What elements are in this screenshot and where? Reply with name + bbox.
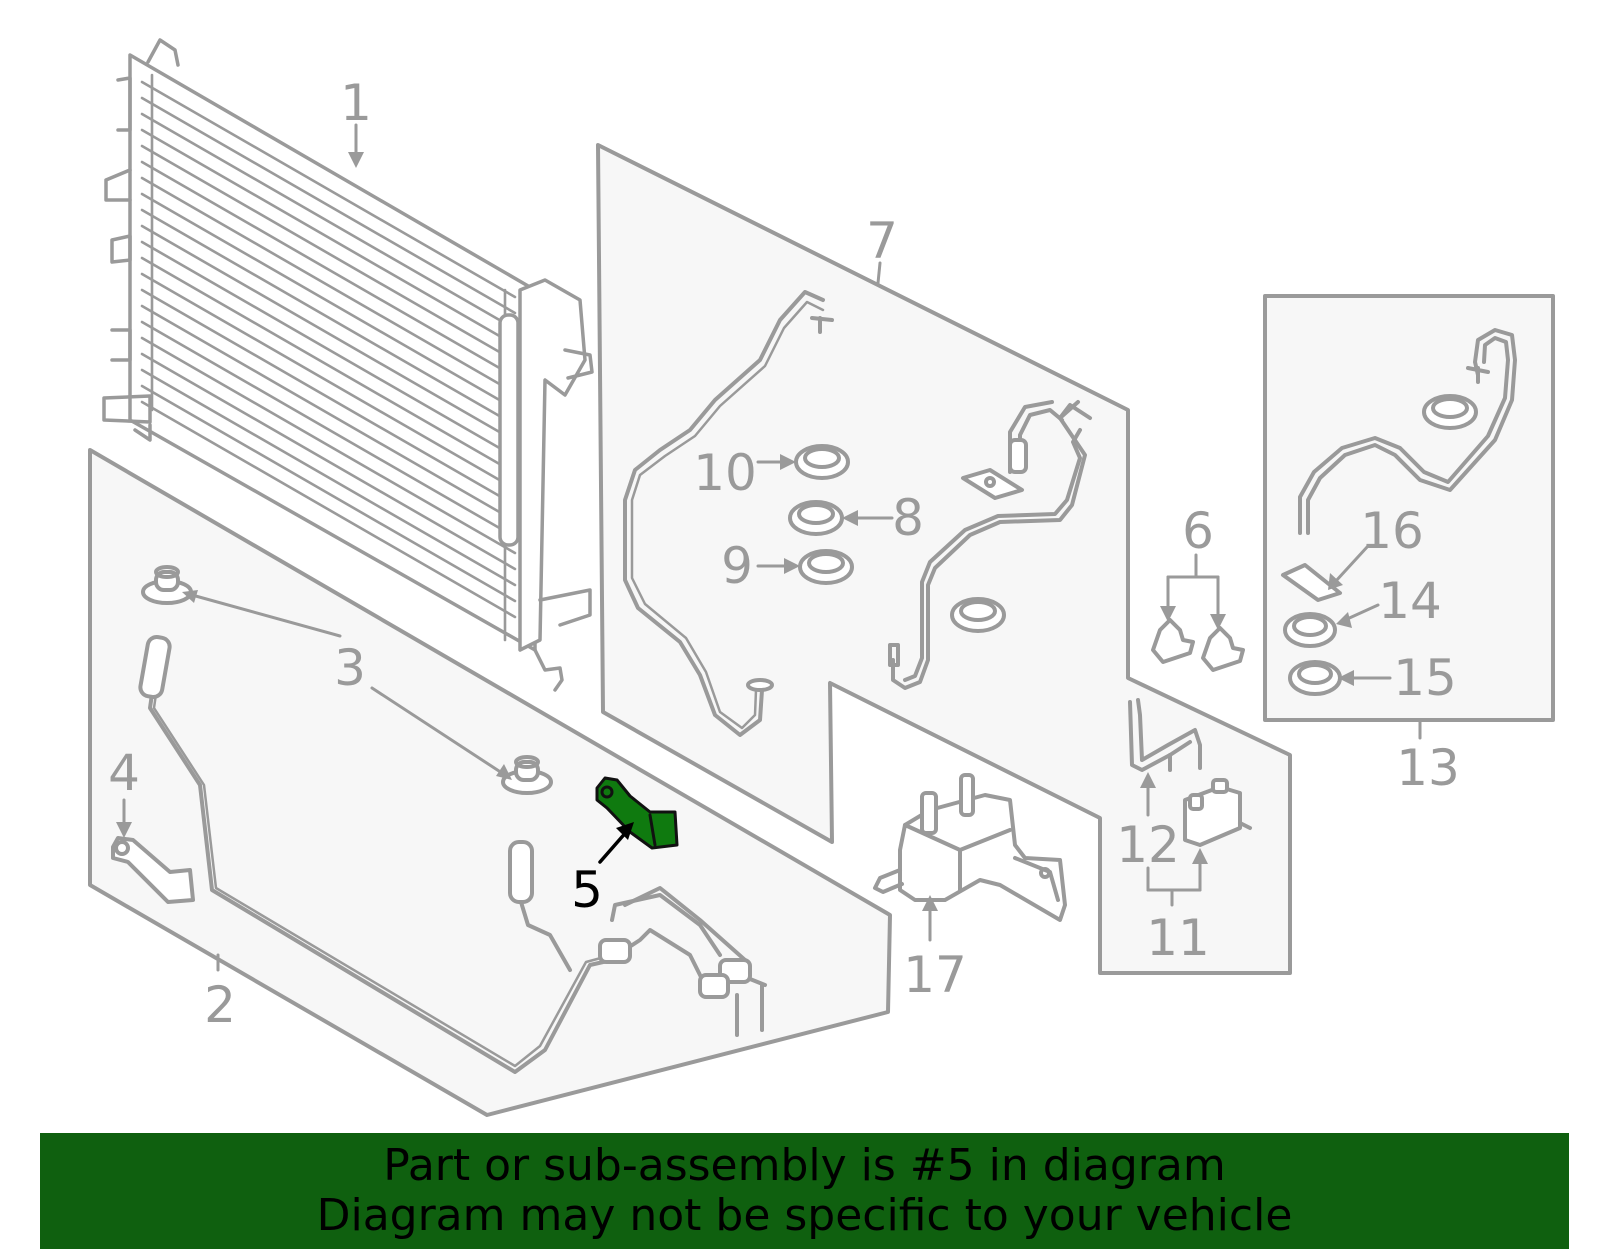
callout-12: 12	[1116, 816, 1180, 874]
hose-13	[1298, 328, 1517, 535]
bracket-5-highlighted	[595, 776, 679, 850]
seal-14	[1283, 612, 1337, 648]
seal-10	[794, 444, 850, 480]
panel-13-outline	[1263, 294, 1555, 722]
banner-line-1: Part or sub-assembly is #5 in diagram	[383, 1140, 1226, 1191]
callout-11: 11	[1146, 909, 1210, 967]
grommet-lower	[501, 755, 553, 795]
callout-8: 8	[892, 489, 924, 547]
leader-lines	[122, 123, 1422, 972]
callout-7: 7	[866, 212, 898, 270]
seal-15	[1288, 660, 1342, 696]
callout-15: 15	[1393, 649, 1457, 707]
callout-4: 4	[108, 744, 140, 802]
cooler-line-short	[508, 840, 747, 972]
seal-13-loose	[1422, 394, 1478, 430]
radiator-fins	[140, 73, 517, 642]
callout-13: 13	[1396, 739, 1460, 797]
callout-10: 10	[693, 444, 757, 502]
callout-6: 6	[1182, 502, 1214, 560]
bracket-16	[1281, 563, 1342, 602]
seal-8	[788, 500, 844, 536]
callout-5: 5	[571, 861, 603, 919]
cooler-line-long	[138, 634, 767, 1074]
info-banner: Part or sub-assembly is #5 in diagram Di…	[40, 1133, 1569, 1249]
callout-labels: 1 2 3 4 5 6 7 8 9 10 11 12 13 14 15 16 1…	[108, 74, 1460, 1034]
callout-3: 3	[334, 639, 366, 697]
seal-7-loose	[950, 597, 1006, 633]
arrowhead-5	[616, 822, 634, 840]
callout-1: 1	[340, 74, 372, 132]
callout-17: 17	[903, 946, 967, 1004]
oil-cooler-17	[873, 773, 1067, 922]
tube-12	[1128, 698, 1202, 772]
bracket-4	[111, 836, 195, 904]
seal-9	[798, 549, 854, 585]
cooler-11	[1183, 778, 1252, 847]
callout-9: 9	[721, 537, 753, 595]
clip-6-right	[1201, 626, 1245, 672]
callout-2: 2	[204, 976, 236, 1034]
radiator	[102, 38, 594, 692]
callout-16: 16	[1360, 502, 1424, 560]
hose-7-right	[888, 400, 1092, 690]
hose-7-left	[623, 290, 834, 737]
callout-14: 14	[1378, 572, 1442, 630]
panel-2-outline	[88, 448, 892, 1117]
clip-6-left	[1151, 618, 1195, 664]
arrowheads	[116, 152, 1354, 911]
banner-line-2: Diagram may not be specific to your vehi…	[316, 1190, 1293, 1241]
